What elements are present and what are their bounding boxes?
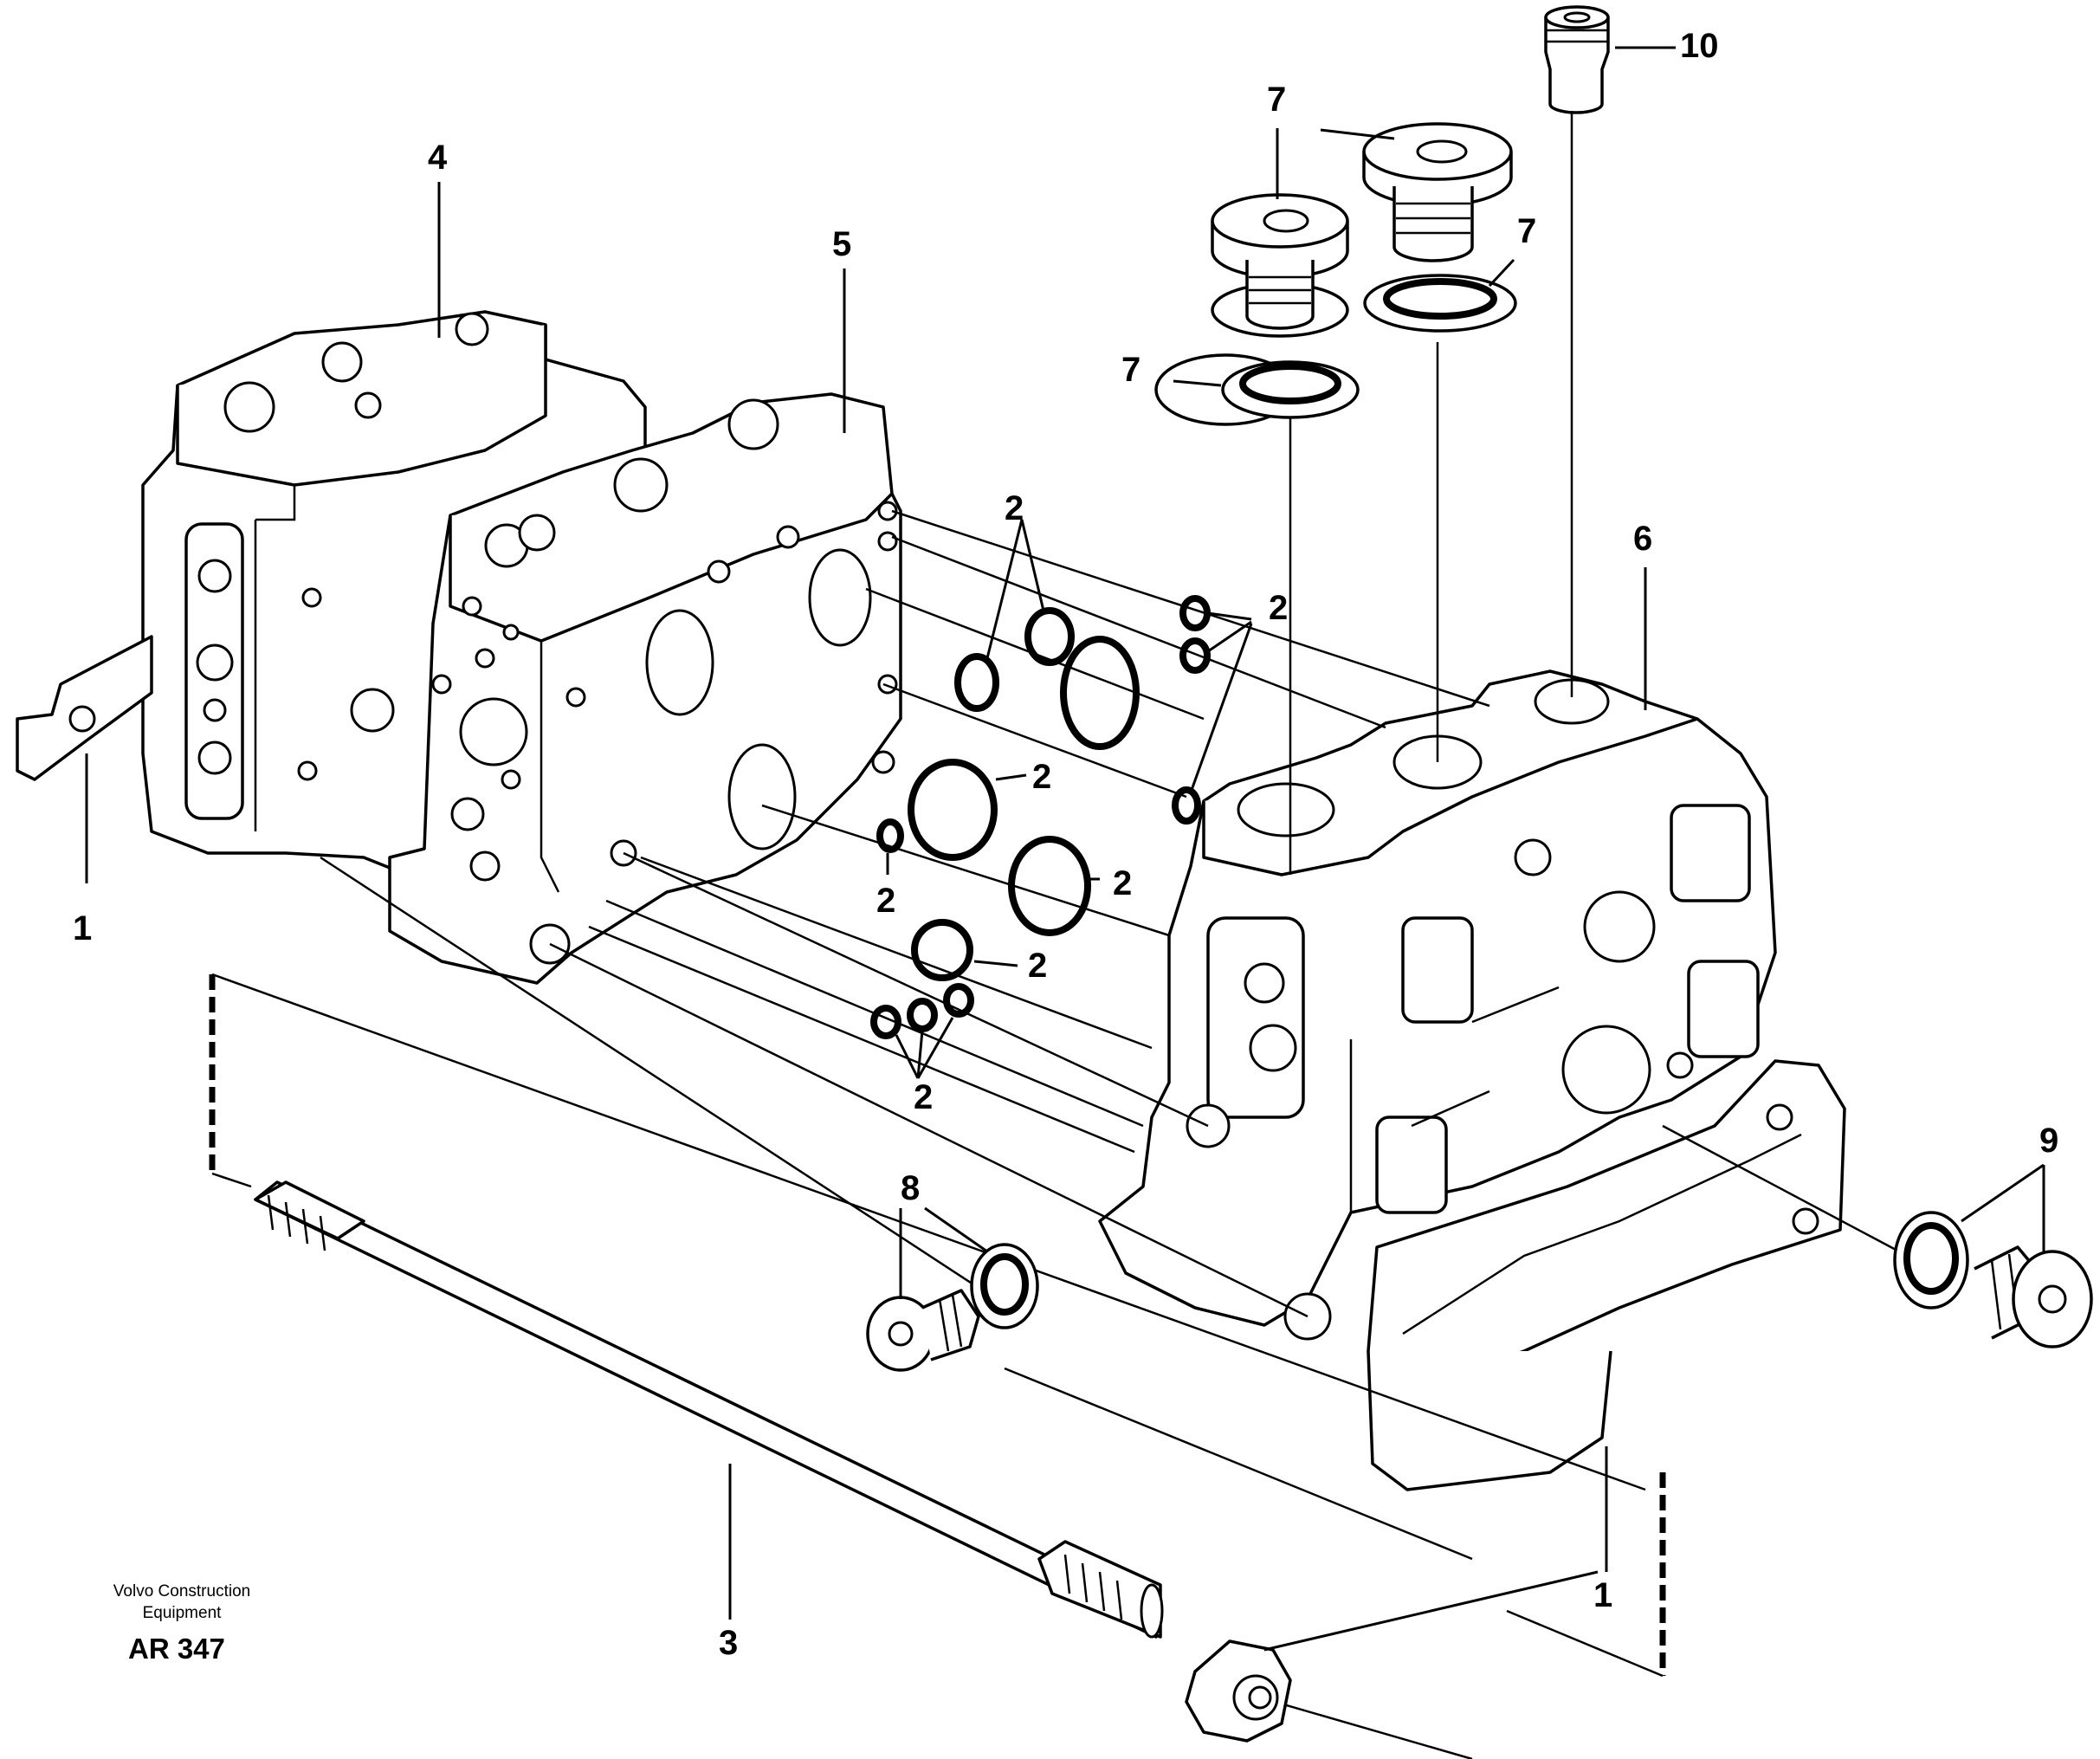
callout-2-c: 2 [1032,758,1051,796]
callout-1-left: 1 [73,909,92,947]
leader-lines [85,46,2045,1652]
callout-2-b: 2 [1269,589,1288,627]
callout-7-top: 7 [1267,81,1286,119]
plug-8 [866,1243,1039,1372]
tie-rod [254,1180,1164,1639]
plug-7-right [1362,122,1513,262]
callout-5: 5 [832,225,851,263]
nut [1185,1639,1292,1743]
publisher-credit: Volvo Construction Equipment [82,1581,281,1624]
callout-1-bottom: 1 [1593,1576,1612,1614]
credit-line-1: Volvo Construction [113,1582,251,1601]
callout-2-d: 2 [876,882,895,920]
callout-6: 6 [1633,520,1652,558]
valve-section-6 [1098,669,1777,1341]
callout-2-a: 2 [1005,489,1024,527]
callout-labels: 1 4 5 6 7 7 7 10 2 2 2 2 2 2 2 8 9 3 1 [73,27,2058,1662]
callout-4: 4 [428,139,448,177]
callout-8: 8 [901,1169,920,1207]
callout-2-f: 2 [1028,947,1047,985]
callout-2-e: 2 [1113,864,1132,902]
callout-7-right: 7 [1517,212,1536,250]
callout-7-left: 7 [1121,351,1140,389]
callout-2-g: 2 [914,1078,933,1116]
o-rings [870,595,1211,1039]
plug-9 [1893,1211,2093,1348]
callout-9: 9 [2039,1122,2058,1160]
washer-7-left [1221,360,1360,419]
plug-10 [1544,5,1610,114]
tie-rod-bracket [209,973,1666,1678]
valve-section-5 [388,392,902,985]
washer-7-right [1363,274,1517,333]
callout-3: 3 [719,1624,738,1662]
figure-code: AR 347 [128,1633,225,1665]
credit-line-2: Equipment [142,1604,222,1622]
callout-10: 10 [1680,27,1719,65]
